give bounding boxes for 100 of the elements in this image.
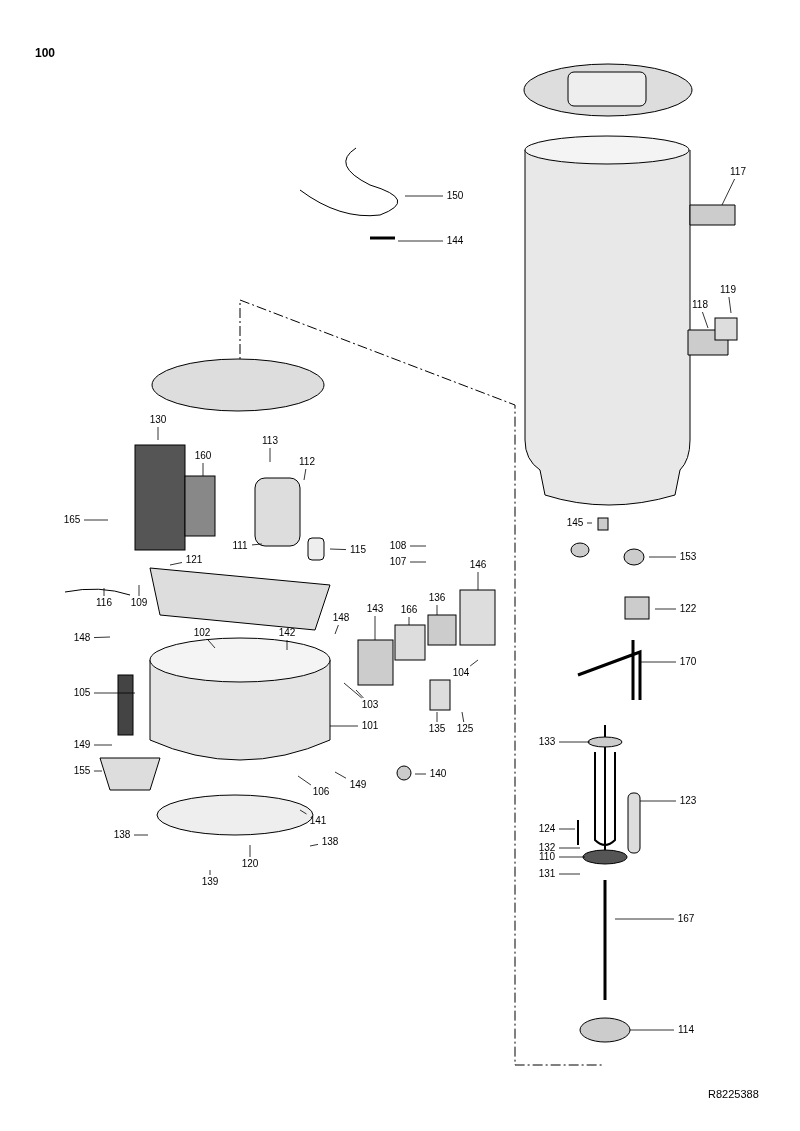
callout-number: 153 — [677, 551, 699, 563]
leader-line — [251, 543, 263, 546]
leader-line — [477, 571, 479, 591]
leader-line — [558, 741, 591, 743]
callout-number: 125 — [454, 723, 476, 735]
leader-line — [303, 468, 307, 481]
leader-line — [329, 725, 359, 727]
leader-line — [397, 240, 444, 242]
callout-number: 120 — [239, 858, 261, 870]
leader-line — [436, 711, 438, 723]
leader-line — [355, 689, 364, 699]
callout-number: 123 — [677, 795, 699, 807]
callout-number: 102 — [191, 627, 213, 639]
callout-number: 114 — [675, 1024, 697, 1036]
leader-line — [93, 636, 111, 638]
callout-number: 135 — [426, 723, 448, 735]
leader-line — [728, 296, 732, 314]
leader-line — [586, 522, 593, 524]
leader-line — [409, 545, 427, 547]
leader-line — [299, 809, 307, 815]
leader-line — [408, 616, 410, 626]
callout-number: 165 — [61, 514, 83, 526]
leader-line — [133, 834, 149, 836]
leader-line — [629, 1029, 675, 1031]
leader-line — [93, 692, 136, 694]
figure-number: 100 — [35, 46, 56, 60]
callout-number: 146 — [467, 559, 489, 571]
callout-number: 148 — [71, 632, 93, 644]
leader-line — [639, 661, 677, 663]
callout-number: 130 — [147, 414, 169, 426]
leader-line — [286, 639, 288, 651]
callout-number: 132 — [536, 842, 558, 854]
callout-number: 106 — [310, 786, 332, 798]
callout-number: 150 — [444, 190, 466, 202]
leader-line — [614, 918, 675, 920]
callout-number: 110 — [536, 851, 558, 863]
leader-line — [309, 844, 319, 847]
leader-line — [654, 608, 677, 610]
leader-line — [334, 771, 347, 779]
callout-number: 103 — [359, 699, 381, 711]
callout-number: 121 — [183, 554, 205, 566]
leader-line — [334, 624, 339, 635]
callout-number: 105 — [71, 687, 93, 699]
leader-line — [297, 775, 312, 786]
leader-line — [209, 869, 211, 876]
leader-line — [169, 562, 183, 566]
callout-number: 141 — [307, 815, 329, 827]
callout-number: 144 — [444, 235, 466, 247]
leader-line — [469, 659, 479, 667]
callout-number: 148 — [330, 612, 352, 624]
leader-line — [558, 847, 581, 849]
callout-number: 170 — [677, 656, 699, 668]
leader-line — [157, 426, 159, 441]
callout-number: 115 — [347, 544, 369, 556]
callout-number: 149 — [71, 739, 93, 751]
callout-number: 113 — [259, 435, 281, 447]
callout-number: 167 — [675, 913, 697, 925]
callout-number: 155 — [71, 765, 93, 777]
callout-number: 119 — [717, 284, 739, 296]
leader-line — [83, 519, 109, 521]
leader-line — [374, 615, 376, 641]
leader-line — [404, 195, 444, 197]
callout-number: 131 — [536, 868, 558, 880]
callout-number: 149 — [347, 779, 369, 791]
callout-number: 143 — [364, 603, 386, 615]
leader-line — [639, 800, 677, 802]
callout-number: 133 — [536, 736, 558, 748]
callout-number: 116 — [93, 597, 115, 609]
callout-number: 136 — [426, 592, 448, 604]
leader-line — [207, 639, 216, 649]
callout-number: 117 — [727, 166, 749, 178]
callout-number: 145 — [564, 517, 586, 529]
leader-line — [414, 773, 427, 775]
callout-number: 109 — [128, 597, 150, 609]
leader-line — [329, 548, 347, 550]
callout-number: 166 — [398, 604, 420, 616]
leader-line — [721, 178, 735, 206]
callout-number: 104 — [450, 667, 472, 679]
callout-number: 118 — [689, 299, 711, 311]
leader-line — [702, 311, 709, 329]
leader-line — [409, 561, 427, 563]
leader-line — [138, 584, 140, 597]
drawing-reference: R8225388 — [708, 1088, 759, 1100]
leader-line — [202, 462, 204, 477]
callout-number: 112 — [296, 456, 318, 468]
leader-line — [436, 604, 438, 616]
leader-line — [269, 447, 271, 463]
leader-line — [558, 873, 581, 875]
callout-number: 140 — [427, 768, 449, 780]
callout-number: 138 — [111, 829, 133, 841]
leader-line — [103, 587, 105, 597]
leader-line — [558, 828, 576, 830]
callout-number: 160 — [192, 450, 214, 462]
callout-number: 108 — [387, 540, 409, 552]
callout-number: 107 — [387, 556, 409, 568]
leader-line — [648, 556, 677, 558]
callout-number: 101 — [359, 720, 381, 732]
leader-line — [461, 711, 465, 723]
leader-line — [93, 744, 113, 746]
callout-number: 124 — [536, 823, 558, 835]
